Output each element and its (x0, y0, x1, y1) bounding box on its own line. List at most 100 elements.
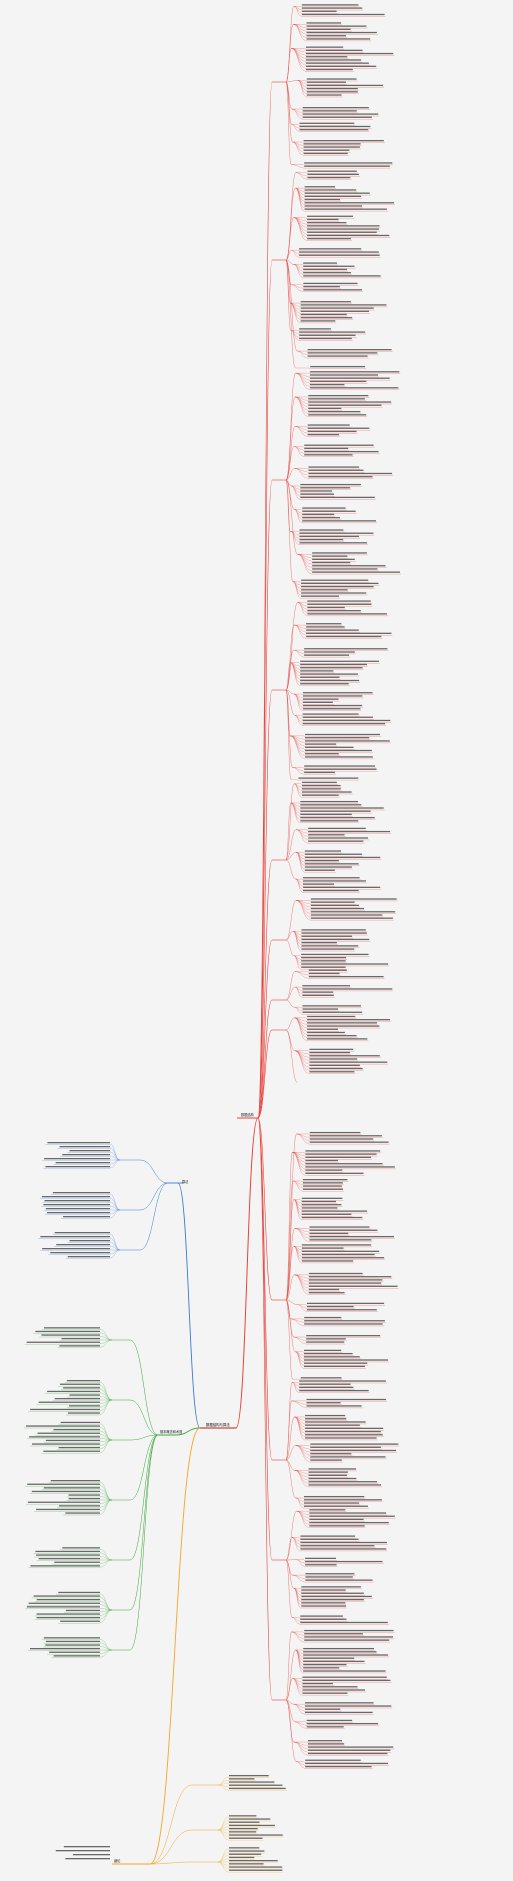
link-red-leaf-14-6 (290, 302, 300, 323)
link-red-sub-21 (285, 446, 295, 481)
green-leaf-text-0-2 (41, 1334, 100, 1336)
link-red-leaf-6-4 (292, 141, 303, 155)
link-green-leaf-2-2 (99, 1430, 113, 1441)
red-leaf-text-55-1 (309, 1229, 378, 1231)
red-leaf-text-73-4 (301, 1599, 364, 1601)
orange-left-text-1 (55, 1850, 110, 1852)
branch-green-label[interactable]: 基本概念和术语 (160, 1429, 183, 1434)
link-red-leaf-55-3 (294, 1228, 309, 1239)
link-red-leaf-53-2 (293, 1180, 302, 1188)
link-red-sub-45 (285, 971, 296, 1001)
red-leaf-text-41-4 (303, 889, 359, 892)
green-leaf-text-0-0 (44, 1327, 100, 1329)
link-red-leaf-12-2 (293, 264, 303, 271)
red-leaf-text-69-1 (309, 1512, 387, 1514)
branch-blue-label[interactable]: 算法 (182, 1179, 188, 1184)
red-leaf-text-42-3 (310, 907, 365, 910)
link-red-leaf-5-2 (291, 124, 299, 132)
red-leaf-text-48-6 (307, 1035, 357, 1037)
red-leaf-text-65-1 (305, 1418, 347, 1420)
link-red-leaf-61-2 (295, 1351, 303, 1359)
red-leaf-text-74-1 (300, 1618, 347, 1620)
red-leaf-text-28-2 (307, 606, 345, 609)
red-leaf-text-10-5 (307, 231, 377, 233)
root-node-label[interactable]: 数据结构与算法 (206, 1422, 230, 1427)
link-red-leaf-27-4 (292, 581, 301, 595)
red-leaf-text-67-1 (308, 1471, 348, 1473)
link-red-leaf-38-4 (290, 802, 300, 816)
red-leaf-text-69-4 (309, 1521, 389, 1524)
green-leaf-text-3-5 (68, 1498, 100, 1500)
link-blue-leaf-1-1 (109, 1197, 121, 1211)
green-leaf-text-4-4 (54, 1561, 100, 1563)
red-leaf-text-77-2 (302, 1682, 333, 1685)
red-leaf-text-6-0 (303, 140, 384, 142)
red-leaf-text-1-3 (306, 31, 377, 34)
red-leaf-text-51-0 (309, 1131, 361, 1134)
red-leaf-text-34-5 (304, 749, 372, 752)
red-leaf-text-11-1 (299, 251, 379, 253)
link-red-leaf-52-6 (292, 1152, 305, 1172)
link-green-hub-2 (129, 1434, 159, 1441)
red-leaf-text-23-3 (300, 493, 334, 495)
red-leaf-text-59-1 (304, 1320, 385, 1322)
link-green-leaf-3-1 (99, 1485, 113, 1501)
red-leaf-text-52-0 (305, 1150, 381, 1152)
red-leaf-text-63-0 (299, 1380, 386, 1382)
link-red-leaf-10-7 (293, 217, 307, 241)
link-green-leaf-0-0 (99, 1329, 113, 1341)
red-leaf-text-40-1 (304, 853, 363, 855)
red-leaf-text-9-7 (304, 208, 387, 210)
red-leaf-text-31-5 (300, 676, 340, 678)
red-leaf-text-30-1 (304, 651, 355, 653)
red-leaf-text-68-0 (303, 1495, 365, 1498)
red-leaf-text-28-4 (307, 613, 387, 615)
red-leaf-text-35-1 (304, 768, 377, 770)
red-leaf-text-67-5 (308, 1484, 382, 1486)
link-red-leaf-24-4 (294, 509, 302, 523)
red-leaf-text-35-0 (304, 765, 376, 767)
link-red-leaf-31-7 (290, 662, 300, 686)
red-leaf-text-57-4 (308, 1285, 398, 1287)
link-red-leaf-37-4 (294, 783, 301, 797)
link-red-leaf-54-5 (293, 1199, 301, 1216)
link-red-leaf-44-4 (294, 955, 301, 969)
red-leaf-text-40-0 (304, 850, 342, 852)
link-green-leaf-1-7 (99, 1399, 113, 1408)
red-leaf-text-18-0 (309, 371, 400, 373)
link-red-leaf-23-2 (291, 485, 300, 493)
red-leaf-text-69-2 (309, 1515, 395, 1517)
orange-left-text-0 (63, 1846, 110, 1848)
red-leaf-text-39-2 (308, 834, 345, 836)
red-leaf-text-48-5 (307, 1031, 345, 1034)
link-blue-leaf-2-5 (109, 1249, 121, 1255)
link-red-leaf-74-2 (292, 1617, 300, 1624)
green-leaf-text-4-5 (30, 1565, 100, 1567)
branch-red-label[interactable]: 数据结构 (241, 1112, 254, 1117)
link-red-sub-51 (285, 1133, 297, 1301)
link-red-leaf-56-5 (293, 1246, 301, 1263)
red-leaf-text-77-4 (302, 1689, 365, 1691)
red-leaf-text-66-0 (310, 1443, 399, 1445)
link-blue-leaf-2-1 (109, 1237, 121, 1251)
red-leaf-text-34-1 (304, 737, 370, 739)
link-red-leaf-52-7 (292, 1152, 305, 1175)
red-leaf-text-64-2 (306, 1405, 362, 1407)
red-leaf-text-33-1 (302, 716, 373, 718)
link-orange-leaf-0-0 (217, 1776, 229, 1786)
link-red-sub-47 (285, 999, 295, 1008)
red-leaf-text-71-2 (305, 1564, 337, 1566)
link-red-sub-44 (285, 939, 295, 956)
link-red-leaf-10-6 (293, 217, 307, 237)
link-red-leaf-65-6 (294, 1416, 305, 1437)
link-red-sub-57 (285, 1274, 295, 1301)
red-leaf-text-15-1 (299, 331, 366, 333)
red-leaf-text-25-0 (299, 529, 344, 531)
link-red-leaf-78-2 (293, 1704, 304, 1711)
orange-leaf-text-1-4 (229, 1828, 258, 1830)
red-leaf-text-73-6 (301, 1605, 347, 1607)
branch-orange-label[interactable]: 绪论 (114, 1858, 121, 1863)
red-leaf-text-13-1 (303, 285, 340, 288)
red-leaf-text-63-3 (299, 1389, 369, 1392)
red-leaf-text-80-4 (307, 1752, 388, 1755)
